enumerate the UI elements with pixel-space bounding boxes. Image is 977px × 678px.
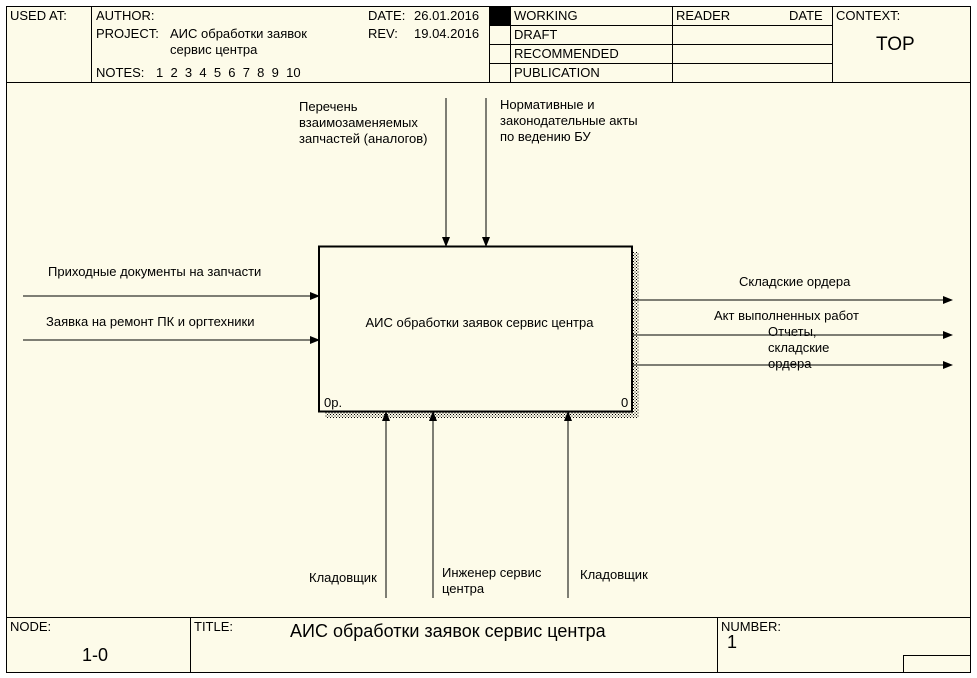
- rev-label: REV:: [368, 26, 398, 41]
- header-divider: [91, 6, 92, 82]
- node-value: 1-0: [82, 645, 109, 665]
- status-recommended: RECOMMENDED: [514, 46, 619, 61]
- footer-corner-box: [903, 655, 971, 673]
- header-bottom-rule: [6, 82, 971, 83]
- input-label: Заявка на ремонт ПК и оргтехники: [46, 314, 255, 329]
- control-label: Перечень взаимозаменяемых запчастей (ана…: [299, 99, 428, 146]
- working-status-marker: [490, 7, 510, 25]
- node-label: NODE:: [10, 619, 52, 634]
- footer-top-rule: [6, 617, 971, 618]
- status-row-rule: [489, 63, 832, 64]
- context-label: CONTEXT:: [836, 8, 901, 23]
- output-label: Акт выполненных работ: [714, 308, 859, 323]
- notes-label: NOTES:: [96, 65, 145, 80]
- reader-label: READER: [676, 8, 731, 23]
- used-at-label: USED AT:: [10, 8, 67, 23]
- number-label: NUMBER:: [721, 619, 781, 634]
- notes-numbers: 1 2 3 4 5 6 7 8 9 10: [156, 65, 301, 80]
- project-name: АИС обработки заявок сервис центра: [170, 26, 307, 57]
- status-draft: DRAFT: [514, 27, 558, 42]
- activity-cost: 0р.: [324, 395, 343, 410]
- rev-value: 19.04.2016: [414, 26, 480, 41]
- status-publication: PUBLICATION: [514, 65, 600, 80]
- status-row-rule: [489, 44, 832, 45]
- footer-divider: [717, 617, 718, 673]
- date-label: DATE:: [368, 8, 406, 23]
- context-value: TOP: [876, 34, 915, 55]
- page-title: АИС обработки заявок сервис центра: [290, 621, 606, 641]
- number-value: 1: [727, 632, 738, 652]
- output-label: Отчеты, складские ордера: [768, 324, 830, 371]
- author-label: AUTHOR:: [96, 8, 155, 23]
- control-label: Нормативные и законодательные акты по ве…: [500, 97, 638, 144]
- date-value: 26.01.2016: [414, 8, 480, 23]
- activity-box[interactable]: [318, 245, 633, 413]
- title-label: TITLE:: [194, 619, 234, 634]
- reader-date-label: DATE: [789, 8, 823, 23]
- activity-number: 0: [621, 395, 629, 410]
- project-label: PROJECT:: [96, 26, 159, 41]
- mechanism-label: Кладовщик: [309, 570, 377, 585]
- header-divider: [832, 6, 833, 82]
- mechanism-label: Инженер сервис центра: [442, 565, 542, 596]
- output-label: Складские ордера: [739, 274, 851, 289]
- status-row-rule: [489, 25, 832, 26]
- footer-divider: [190, 617, 191, 673]
- activity-name: АИС обработки заявок сервис центра: [365, 315, 594, 330]
- input-label: Приходные документы на запчасти: [48, 264, 262, 279]
- mechanism-label: Кладовщик: [580, 567, 648, 582]
- status-working: WORKING: [514, 8, 578, 23]
